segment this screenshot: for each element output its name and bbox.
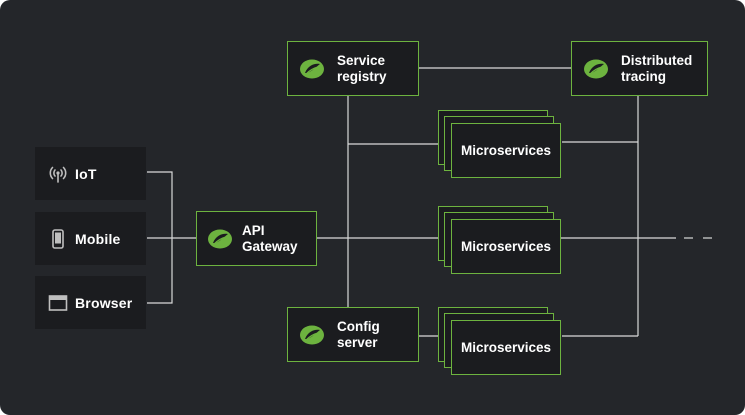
microservices-label: Microservices	[460, 143, 552, 158]
microservices-card: Microservices	[451, 123, 561, 178]
config-server-node: Config server	[287, 307, 419, 362]
microservices-card: Microservices	[451, 219, 561, 274]
spring-leaf-icon	[300, 59, 324, 78]
client-label: Mobile	[75, 230, 121, 247]
client-mobile: Mobile	[35, 212, 146, 265]
browser-window-icon	[46, 291, 70, 315]
distributed-tracing-node: Distributed tracing	[571, 41, 708, 96]
microservices-stack-bottom: Microservices	[438, 307, 564, 375]
api-gateway-node: API Gateway	[196, 211, 317, 266]
api-gateway-label: API Gateway	[242, 222, 298, 254]
distributed-tracing-label: Distributed tracing	[621, 52, 693, 84]
service-registry-node: Service registry	[287, 41, 419, 96]
microservices-card: Microservices	[451, 320, 561, 375]
spring-leaf-icon	[300, 325, 324, 344]
client-label: Browser	[75, 294, 133, 311]
microservices-label: Microservices	[460, 340, 552, 355]
spring-leaf-icon	[208, 229, 232, 248]
client-iot: IoT	[35, 147, 146, 200]
mobile-phone-icon	[46, 227, 70, 251]
microservices-stack-middle: Microservices	[438, 206, 564, 274]
spring-leaf-icon	[584, 59, 608, 78]
microservices-label: Microservices	[460, 239, 552, 254]
microservices-stack-top: Microservices	[438, 110, 564, 178]
client-label: IoT	[75, 165, 97, 182]
config-server-label: Config server	[337, 318, 380, 350]
client-browser: Browser	[35, 276, 146, 329]
antenna-icon	[46, 162, 70, 186]
service-registry-label: Service registry	[337, 52, 387, 84]
